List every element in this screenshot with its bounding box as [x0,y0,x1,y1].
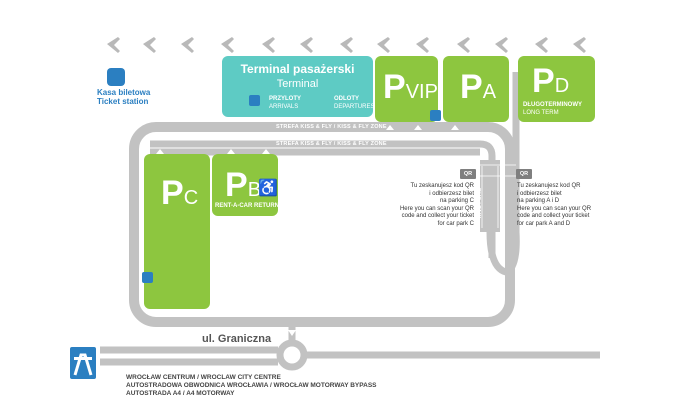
plane-row [107,37,586,53]
road-arrows [139,125,459,336]
qr-left-text: Tu zeskanujesz kod QR i odbierzesz bilet… [392,183,474,229]
parking-b-letter: P [225,166,248,204]
arrivals-label-pl: PRZYLOTY [269,96,302,102]
qr-right-line: na parking A i D [517,198,560,205]
ring-road [129,122,515,327]
parking-d-label-en: LONG TERM [523,110,559,116]
qr-right-text: Tu zeskanujesz kod QR i odbierzesz bilet… [517,183,591,229]
direction-city-centre: WROCŁAW CENTRUM / WROCLAW CITY CENTRE [126,374,281,381]
arrivals-badge-icon [249,95,260,106]
parking-c-letter: P [161,174,184,212]
parking-d-label-pl: DŁUGOTERMINOWY [523,102,582,108]
passenger-terminal: Terminal pasażerski Terminal PRZYLOTY AR… [222,56,375,117]
qr-left-line: Tu zeskanujesz kod QR [410,183,474,189]
direction-a4: AUTOSTRADA A4 / A4 MOTORWAY [126,390,235,397]
parking-c-sub: C [183,187,199,209]
parking-vip-letter: P [383,68,406,106]
qr-right-line: Here you can scan your QR [517,205,592,212]
qr-left-line: i odbierzesz bilet [429,190,474,197]
terminal-title-pl: Terminal pasażerski [240,62,355,76]
terminal-lanes [150,140,496,258]
arrivals-label-en: ARRIVALS [269,104,299,110]
parking-c: PC [144,154,210,309]
parking-b-sub: B [247,179,262,201]
bus-taxi-curve [486,72,520,276]
bus-taxi-lane [480,160,500,232]
ticket-station-label: Kasa biletowa Ticket station [97,88,150,106]
street-name: ul. Graniczna [202,333,272,345]
access-roads [100,318,600,366]
parking-vip: PVIP [375,56,438,122]
ticket-station-en: Ticket station [97,97,149,106]
qr-right-line: for car park A and D [517,220,571,227]
lane-dividers [478,164,516,228]
parking-a-letter: P [460,68,483,106]
parking-vip-sub: VIP [405,81,438,103]
parking-a-sub: A [482,81,497,103]
qr-left-line: Here you can scan your QR [399,205,474,212]
motorway-sign-icon [70,347,96,379]
parking-a: PA [443,56,509,122]
qr-left-badge: QR [460,169,476,179]
terminal-title-en: Terminal [276,78,319,90]
parking-d: PD DŁUGOTERMINOWY LONG TERM [518,56,595,122]
qr-right-line: i odbierzesz bilet [517,190,562,197]
wheelchair-icon: ♿ [258,180,278,197]
qr-right-line: Tu zeskanujesz kod QR [517,183,581,189]
parking-d-letter: P [532,62,555,100]
departures-label-pl: ODLOTY [334,96,359,102]
bus-taxi-label: BUS / TAXI [314,133,345,139]
qr-right-line: code and collect your ticket [517,213,590,220]
parking-c-info-icon [142,272,153,283]
qr-left-line: na parking C [439,198,474,205]
departures-label-en: DEPARTURES [334,104,375,110]
direction-bypass: AUTOSTRADOWA OBWODNICA WROCŁAWIA / WROCŁ… [126,382,377,389]
roundabout [276,339,308,371]
bus-taxi-vertical-label: BUS / TAXI [475,188,481,219]
kiss-fly-label-2: STREFA KISS & FLY / KISS & FLY ZONE [276,141,387,147]
qr-left-line: for car park C [437,220,474,227]
qr-left-line: code and collect your ticket [401,213,474,220]
parking-b: PB ♿ RENT-A-CAR RETURN [212,154,279,216]
kiss-fly-label-1: STREFA KISS & FLY / KISS & FLY ZONE [276,124,387,130]
parking-d-sub: D [554,75,570,97]
ticket-station-pl: Kasa biletowa [97,88,151,97]
ticket-station-icon [107,68,125,86]
vip-info-icon [430,110,441,121]
qr-right-badge: QR [516,169,532,179]
parking-b-label: RENT-A-CAR RETURN [215,203,279,209]
